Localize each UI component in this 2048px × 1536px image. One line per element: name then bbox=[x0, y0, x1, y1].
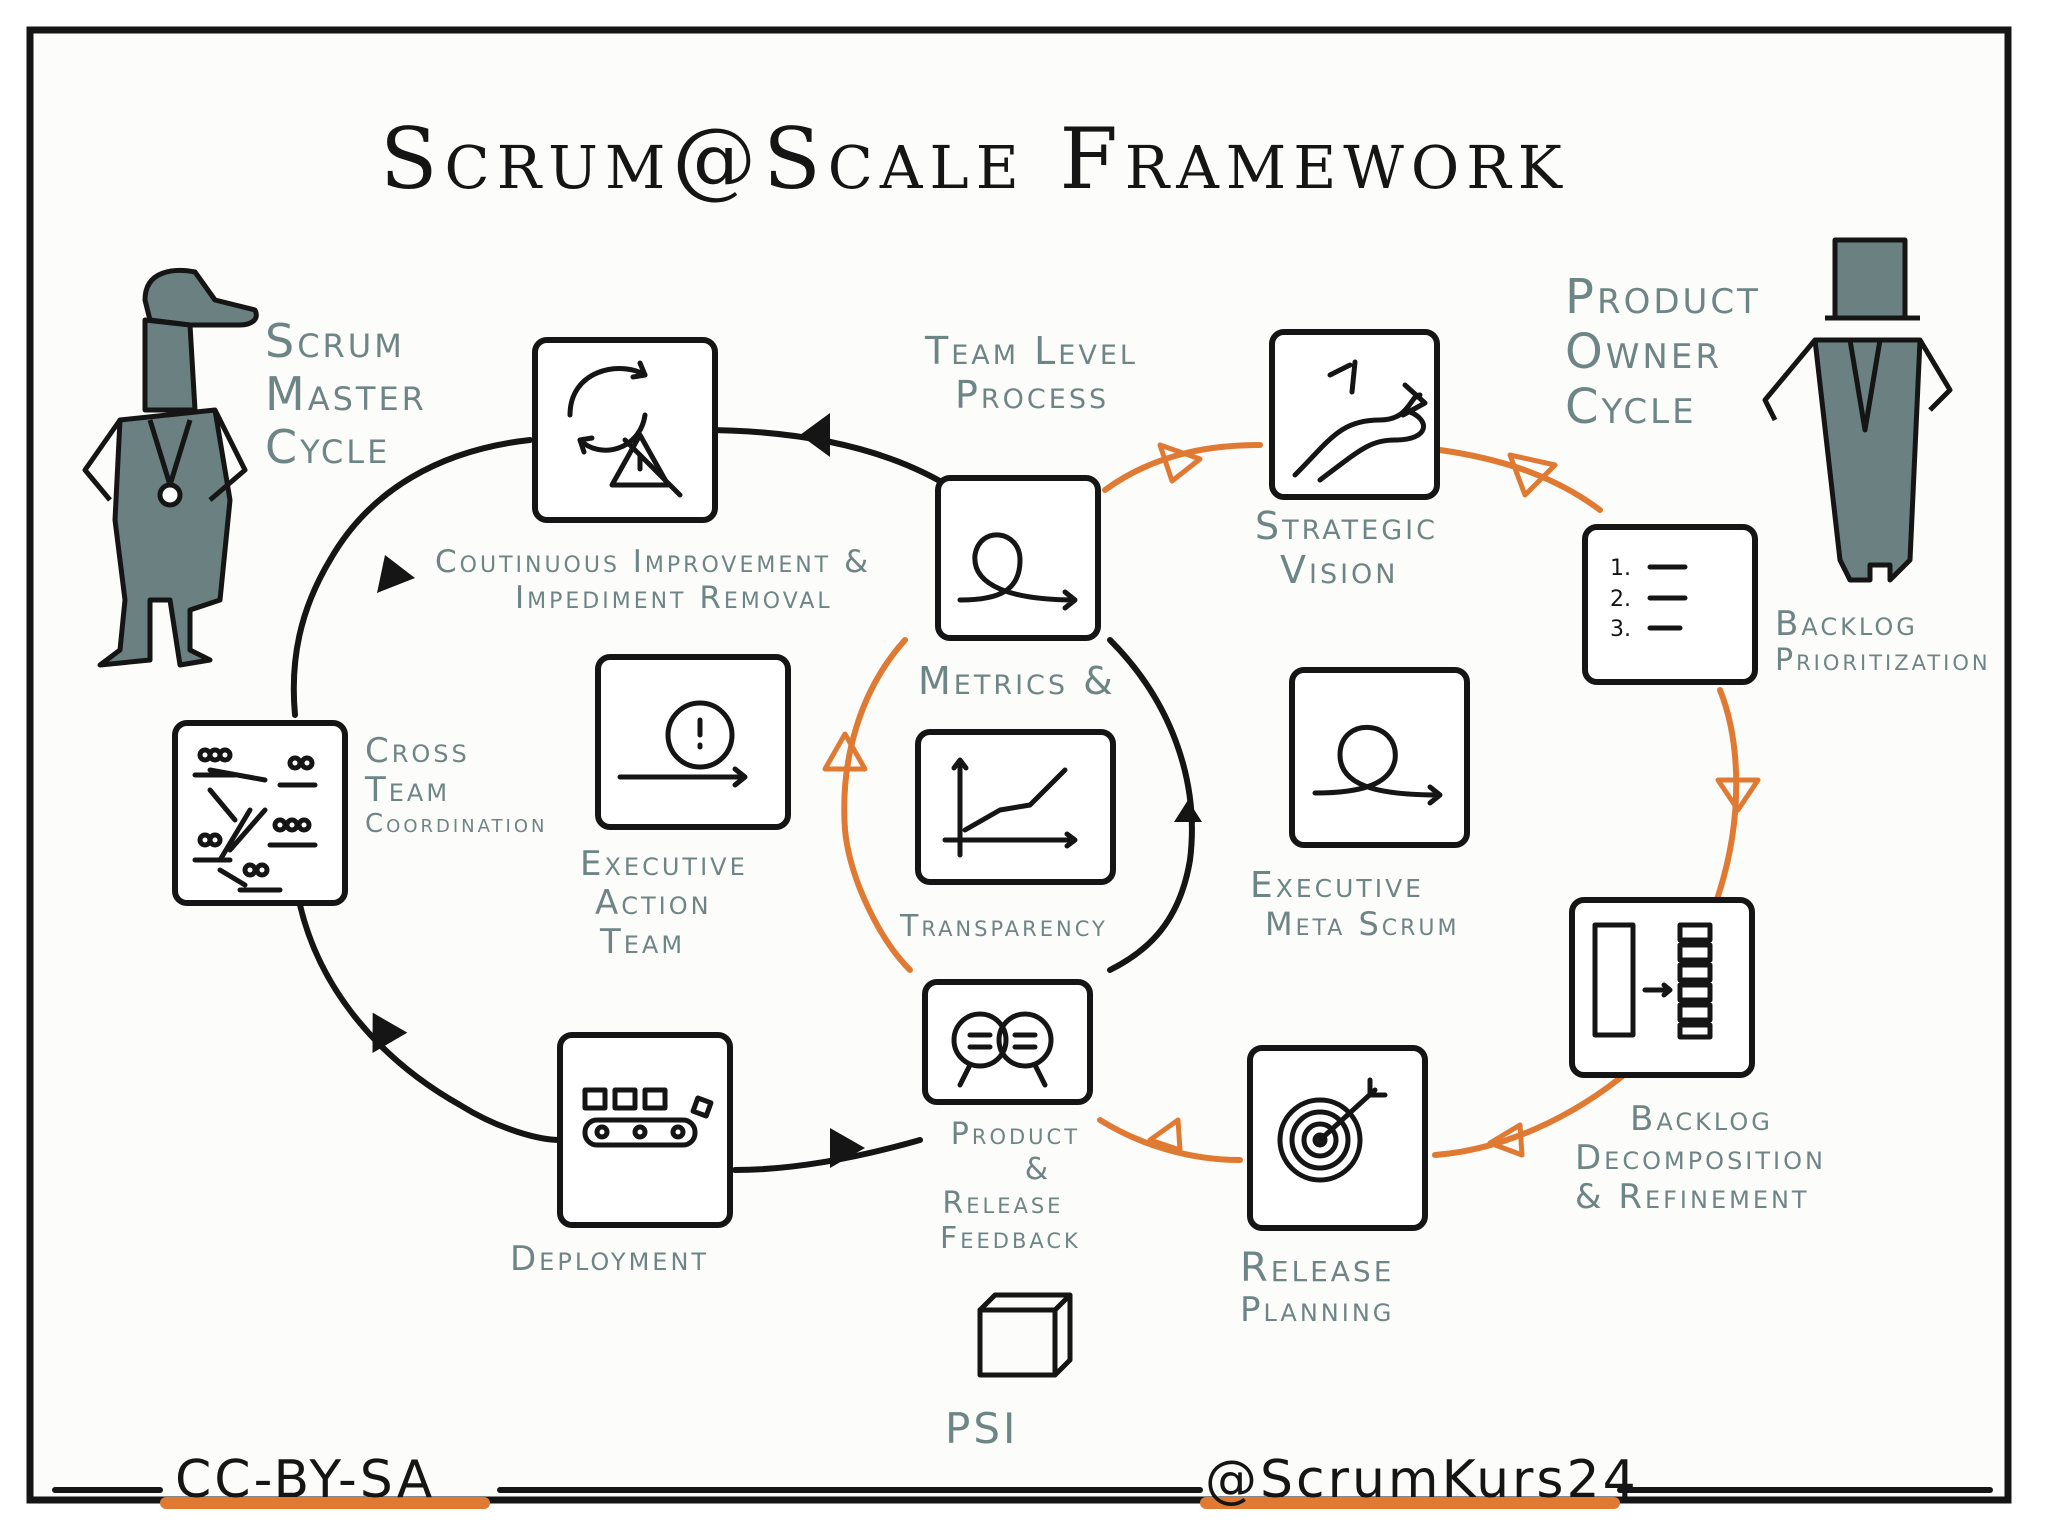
numbered-list-icon bbox=[1647, 564, 1688, 631]
svg-text:3.: 3. bbox=[1610, 617, 1631, 642]
label-line: Master bbox=[265, 366, 427, 421]
label-line: Team bbox=[600, 922, 686, 963]
label-line: Vision bbox=[1280, 547, 1399, 592]
label-line: Cross bbox=[365, 731, 470, 771]
executive-action-label: Executive Action Team bbox=[580, 844, 748, 963]
scrum-master-cycle-arrows bbox=[372, 413, 865, 1168]
growth-chart-icon bbox=[942, 757, 1078, 858]
label-line: Meta Scrum bbox=[1265, 905, 1460, 944]
executive-meta-scrum-label: Executive Meta Scrum bbox=[1250, 865, 1460, 943]
psi-label: PSI bbox=[945, 1404, 1019, 1453]
strategic-road-icon bbox=[1292, 359, 1428, 483]
team-level-label: Team Level Process bbox=[925, 329, 1138, 417]
strategic-vision-label: Strategic Vision bbox=[1255, 504, 1438, 592]
label-line: Executive bbox=[580, 844, 748, 884]
label-line: Team Level bbox=[925, 329, 1138, 373]
label-line: & bbox=[1024, 1151, 1052, 1187]
label-line: Scrum bbox=[265, 314, 405, 368]
label-line: Action bbox=[595, 883, 712, 924]
product-owner-cycle-arrows bbox=[822, 442, 1761, 1158]
no-impediment-icon bbox=[609, 432, 683, 498]
label-line: Backlog bbox=[1775, 604, 1918, 644]
label-line: Release bbox=[1240, 1245, 1395, 1291]
psi-cube-icon bbox=[977, 1292, 1073, 1378]
license-underline bbox=[160, 1497, 490, 1509]
label-line: Cycle bbox=[1565, 379, 1697, 436]
backlog-breakdown-icon bbox=[1592, 922, 1713, 1040]
label-line: Product bbox=[1565, 269, 1761, 325]
scrum-master-figure bbox=[82, 267, 259, 668]
label-line: Owner bbox=[1565, 324, 1722, 381]
team-network-icon bbox=[192, 747, 318, 893]
label-line: Coutinuous Improvement & bbox=[435, 544, 872, 580]
deployment-label: Deployment bbox=[510, 1239, 710, 1279]
label-line: Metrics & bbox=[918, 659, 1116, 703]
scrum-master-cycle-loop bbox=[290, 427, 958, 1173]
label-line: Transparency bbox=[900, 909, 1108, 944]
backlog-decomposition-label: Backlog Decomposition & Refinement bbox=[1575, 1099, 1826, 1218]
svg-text:2.: 2. bbox=[1610, 587, 1631, 612]
executive-meta-scrum-box bbox=[1289, 667, 1470, 848]
label-line: Process bbox=[955, 372, 1110, 417]
product-owner-figure bbox=[1762, 237, 1953, 583]
label-line: Team bbox=[365, 770, 451, 811]
label-line: Feedback bbox=[940, 1220, 1081, 1256]
feedback-speech-icon bbox=[951, 1011, 1054, 1088]
label-line: Product bbox=[950, 1117, 1081, 1152]
author-handle[interactable]: @ScrumKurs24 bbox=[1205, 1450, 1639, 1510]
diagram-title: Scrum@Scale Framework bbox=[380, 110, 1569, 208]
label-line: & Refinement bbox=[1575, 1177, 1810, 1218]
scrum-master-label: Scrum Master Cycle bbox=[265, 315, 427, 474]
svg-text:1.: 1. bbox=[1610, 556, 1631, 581]
list-digits: 1. 2. 3. bbox=[1610, 556, 1631, 642]
inner-black-arc bbox=[1107, 637, 1195, 973]
metrics-label: Metrics & bbox=[918, 659, 1116, 704]
label-line: Decomposition bbox=[1575, 1138, 1826, 1179]
loop-arrow-icon bbox=[957, 532, 1078, 611]
license-text: CC-BY-SA bbox=[175, 1450, 436, 1510]
feedback-label: Product & Release Feedback bbox=[925, 1117, 1081, 1256]
loop-arrow-icon bbox=[1312, 725, 1443, 806]
label-line: Prioritization bbox=[1775, 643, 1991, 679]
conveyor-belt-icon bbox=[582, 1087, 714, 1148]
inner-black-arrow bbox=[1174, 800, 1202, 822]
cross-team-label: Cross Team Coordination bbox=[365, 731, 548, 840]
continuous-improvement-label: Coutinuous Improvement & Impediment Remo… bbox=[435, 544, 872, 616]
label-line: Coordination bbox=[365, 809, 548, 840]
backlog-prioritization-box bbox=[1582, 524, 1758, 685]
label-line: Cycle bbox=[265, 419, 391, 474]
product-owner-label: Product Owner Cycle bbox=[1565, 269, 1761, 436]
label-line: Release bbox=[942, 1186, 1064, 1221]
label-line: Strategic bbox=[1255, 504, 1438, 548]
label-line: Impediment Removal bbox=[515, 579, 833, 616]
transparency-label: Transparency bbox=[900, 909, 1108, 945]
exclamation-loop-icon bbox=[617, 700, 748, 788]
label-line: Backlog bbox=[1630, 1099, 1773, 1139]
executive-action-box bbox=[595, 654, 791, 830]
label-line: PSI bbox=[945, 1404, 1019, 1453]
handle-underline bbox=[1200, 1497, 1620, 1509]
target-icon bbox=[1277, 1077, 1388, 1183]
label-line: Planning bbox=[1240, 1290, 1395, 1330]
label-line: Deployment bbox=[510, 1239, 710, 1279]
label-line: Executive bbox=[1250, 865, 1424, 906]
cycle-arrows-icon bbox=[567, 360, 648, 455]
release-planning-label: Release Planning bbox=[1240, 1245, 1394, 1330]
backlog-prioritization-label: Backlog Prioritization bbox=[1775, 604, 1991, 679]
